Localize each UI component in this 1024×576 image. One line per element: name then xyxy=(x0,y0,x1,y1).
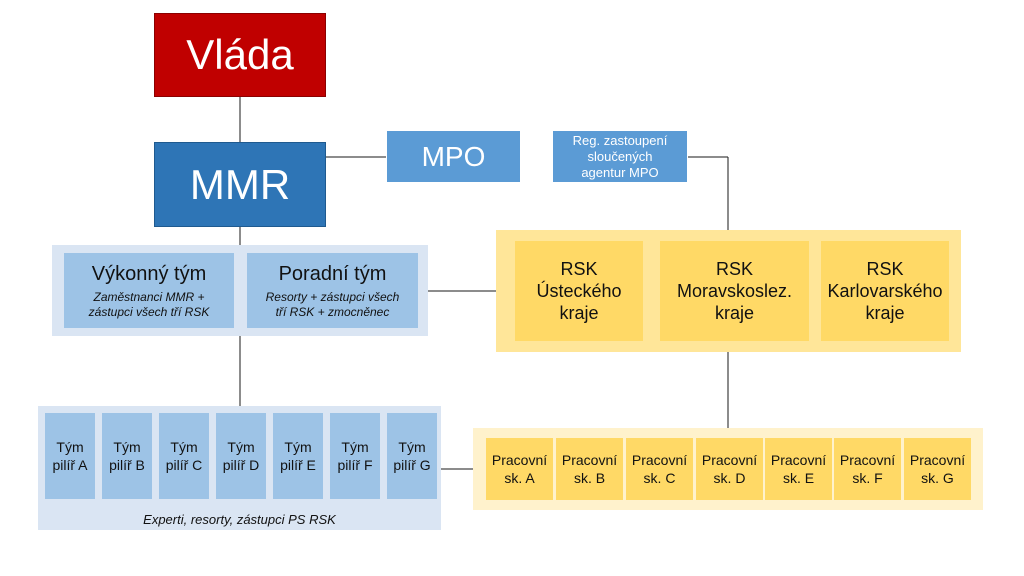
advisory-team-title: Poradní tým xyxy=(278,262,387,285)
pillar-team-line: pilíř G xyxy=(393,457,431,473)
working-group-box: Pracovní sk. E xyxy=(765,438,832,500)
working-group-line: sk. B xyxy=(573,470,606,486)
pillar-team-box: Tým pilíř D xyxy=(216,413,266,499)
pillar-team-box: Tým pilíř C xyxy=(159,413,209,499)
pillar-team-line: pilíř D xyxy=(222,457,260,473)
pillar-team-line: pilíř E xyxy=(280,457,316,473)
advisory-team-subtitle: tří RSK + zmocněnec xyxy=(275,304,390,319)
pillar-team-box: Tým pilíř E xyxy=(273,413,323,499)
rsk-line: Ústeckého xyxy=(536,281,622,301)
working-group-box: Pracovní sk. C xyxy=(626,438,693,500)
working-group-box: Pracovní sk. B xyxy=(556,438,623,500)
pillar-team-line: Tým xyxy=(284,439,312,455)
executive-team-title: Výkonný tým xyxy=(91,262,207,285)
pillar-team-line: Tým xyxy=(113,439,141,455)
working-group-box: Pracovní sk. D xyxy=(696,438,763,500)
working-group-line: sk. D xyxy=(713,470,746,486)
working-group-line: sk. F xyxy=(852,470,883,486)
working-group-line: Pracovní xyxy=(770,452,827,468)
pillar-team-line: Tým xyxy=(341,439,369,455)
executive-team-box: Výkonný tým Zaměstnanci MMR + zástupci v… xyxy=(64,253,234,328)
pillar-team-box: Tým pilíř G xyxy=(387,413,437,499)
pillar-team-line: Tým xyxy=(56,439,84,455)
working-group-line: Pracovní xyxy=(631,452,688,468)
pillar-caption: Experti, resorty, zástupci PS RSK xyxy=(143,511,336,527)
working-group-line: Pracovní xyxy=(701,452,758,468)
regional-agency-line: agentur MPO xyxy=(581,164,659,180)
pillar-team-line: pilíř A xyxy=(52,457,88,473)
ministry-box: MMR xyxy=(154,142,326,227)
working-group-box: Pracovní sk. A xyxy=(486,438,553,500)
working-group-line: Pracovní xyxy=(491,452,548,468)
mpo-box: MPO xyxy=(386,130,521,183)
rsk-line: RSK xyxy=(866,259,904,279)
working-group-line: Pracovní xyxy=(839,452,896,468)
pillar-team-line: Tým xyxy=(398,439,426,455)
working-group-line: sk. A xyxy=(504,470,535,486)
rsk-box-ustecky: RSK Ústeckého kraje xyxy=(515,241,643,341)
regional-agency-line: sloučených xyxy=(587,148,653,164)
rsk-line: RSK xyxy=(715,259,753,279)
government-box: Vláda xyxy=(154,13,326,97)
rsk-line: Karlovarského xyxy=(827,281,943,301)
working-group-box: Pracovní sk. G xyxy=(904,438,971,500)
regional-agency-box: Reg. zastoupení sloučených agentur MPO xyxy=(552,130,688,183)
regional-agency-line: Reg. zastoupení xyxy=(572,132,668,148)
working-group-box: Pracovní sk. F xyxy=(834,438,901,500)
rsk-line: Moravskoslez. xyxy=(676,281,793,301)
mpo-label: MPO xyxy=(421,140,486,172)
working-group-line: Pracovní xyxy=(561,452,618,468)
pillar-team-box: Tým pilíř B xyxy=(102,413,152,499)
pillar-team-line: Tým xyxy=(170,439,198,455)
government-label: Vláda xyxy=(186,31,294,78)
rsk-box-karlovarsky: RSK Karlovarského kraje xyxy=(821,241,949,341)
pillar-team-box: Tým pilíř A xyxy=(45,413,95,499)
working-group-line: sk. C xyxy=(643,470,676,486)
rsk-line: RSK xyxy=(560,259,598,279)
pillar-team-line: pilíř C xyxy=(165,457,203,473)
working-group-line: sk. G xyxy=(921,470,954,486)
advisory-team-box: Poradní tým Resorty + zástupci všech tří… xyxy=(247,253,418,328)
working-group-line: Pracovní xyxy=(909,452,966,468)
ministry-label: MMR xyxy=(189,160,291,208)
rsk-line: kraje xyxy=(865,303,905,323)
rsk-box-moravskoslezsky: RSK Moravskoslez. kraje xyxy=(660,241,809,341)
pillar-team-line: pilíř B xyxy=(109,457,145,473)
pillar-team-line: pilíř F xyxy=(337,457,373,473)
pillar-team-box: Tým pilíř F xyxy=(330,413,380,499)
executive-team-subtitle: zástupci všech tří RSK xyxy=(88,304,210,319)
rsk-line: kraje xyxy=(714,303,754,323)
pillar-team-line: Tým xyxy=(227,439,255,455)
advisory-team-subtitle: Resorty + zástupci všech xyxy=(265,289,400,304)
executive-team-subtitle: Zaměstnanci MMR + xyxy=(93,289,205,304)
rsk-line: kraje xyxy=(559,303,599,323)
working-group-line: sk. E xyxy=(782,470,815,486)
